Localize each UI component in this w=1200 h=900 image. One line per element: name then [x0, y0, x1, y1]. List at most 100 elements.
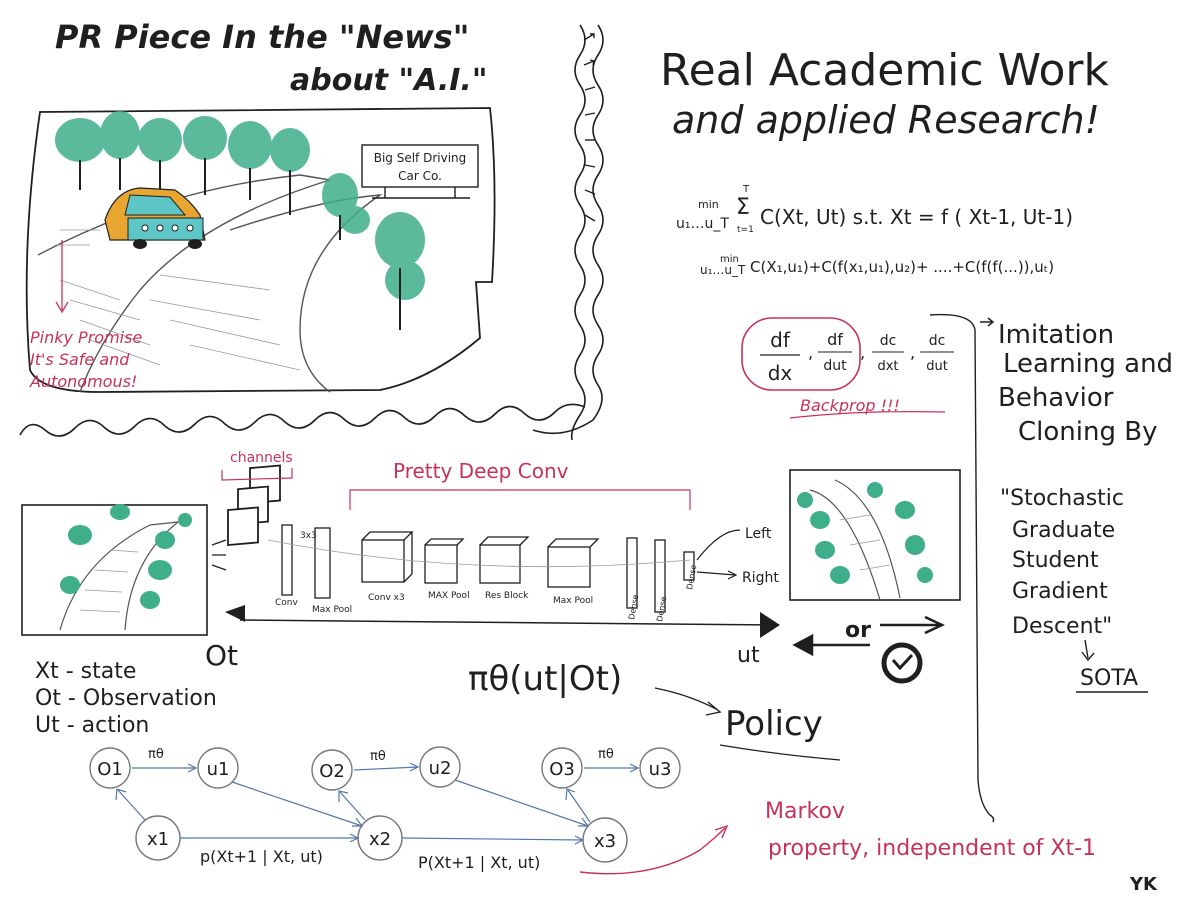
out-right-arrow: [696, 570, 738, 580]
pretty-deep-label: Pretty Deep Conv: [393, 459, 569, 483]
policy-expression: πθ(ut|Ot): [468, 659, 622, 699]
pretty-deep-bracket: [349, 489, 691, 510]
pi-label-3: πθ: [598, 747, 614, 762]
node-x1: x1: [147, 829, 169, 850]
obs-action-line: [239, 619, 771, 626]
sgsgd-line2: Graduate: [1012, 518, 1115, 543]
node-x2: x2: [369, 829, 391, 850]
layer-label-conv-x3: Conv x3: [368, 593, 405, 603]
output-right: Right: [742, 570, 779, 586]
eq1-sum-top: T: [742, 184, 750, 195]
channels-label: channels: [230, 450, 293, 466]
sota-arrow: [1081, 639, 1095, 662]
layer-label-dense-3: Dense: [685, 564, 698, 590]
imitation-line4: Cloning By: [1018, 417, 1157, 447]
pi-labels: πθ πθ πθ: [148, 747, 614, 764]
svg-text:,: ,: [860, 343, 865, 362]
network-layers: [281, 524, 695, 613]
eq1-vars: u₁…u_T: [676, 216, 729, 232]
billboard-line2: Car Co.: [398, 169, 442, 183]
channels-bracket: [221, 468, 293, 481]
divider-arrows: [583, 33, 596, 222]
layer-label-maxpool-3: Max Pool: [553, 596, 593, 606]
d3-num: dc: [880, 333, 897, 349]
derivatives: df dx , df dut , dc dxt , dc dut Backpro…: [741, 317, 954, 419]
pinky-line3: Autonomous!: [29, 372, 137, 391]
eq2-min: min: [720, 254, 739, 265]
obs-arrowhead: [225, 605, 245, 622]
node-u2: u2: [429, 758, 452, 779]
d1-num: df: [770, 328, 791, 352]
node-o3: O3: [549, 759, 575, 780]
brake-icon: [881, 642, 923, 684]
right-title-line2: and applied Research!: [672, 98, 1100, 142]
node-u3: u3: [649, 759, 672, 780]
bracket-line: [929, 313, 995, 823]
left-action-arrow: [792, 633, 870, 657]
tree-trunks: [79, 158, 401, 330]
obs-label: Ot: [205, 639, 238, 672]
sgsgd-line1: "Stochastic: [1000, 486, 1124, 511]
feature-flow: [267, 539, 691, 568]
imitation-line1: Imitation: [998, 320, 1114, 350]
pr-scene: Big Self Driving Car Co.: [25, 107, 496, 393]
imitation-arrow: [980, 317, 995, 327]
d2-num: df: [827, 330, 843, 349]
layer-label-maxpool-2: MAX Pool: [428, 591, 470, 601]
layer-label-conv: Conv: [275, 598, 298, 608]
output-image: [789, 469, 961, 601]
layer-label-maxpool-1: Max Pool: [312, 605, 352, 615]
right-action-arrow: [880, 615, 945, 635]
eq2-vars: u₁…u_T: [700, 263, 746, 277]
transition-2: P(Xt+1 | Xt, ut): [418, 853, 540, 872]
imitation-line3: Behavior: [998, 383, 1114, 413]
eq1-min: min: [698, 198, 719, 211]
sgsgd-line5: Descent": [1012, 614, 1112, 639]
output-left: Left: [745, 526, 772, 542]
action-arrowhead: [760, 612, 780, 638]
legend-state: Xt - state: [35, 659, 136, 684]
scene-bottom-squiggle: [19, 403, 586, 437]
backprop-caption: Backprop !!!: [800, 396, 900, 415]
d2-den: dut: [823, 358, 847, 374]
legend-observation: Ot - Observation: [35, 686, 217, 711]
markov-line1: Markov: [765, 799, 845, 824]
car-icon: [104, 187, 206, 249]
road-hatch: [55, 229, 301, 371]
eq1-body: C(Xt, Ut) s.t. Xt = f ( Xt-1, Ut-1): [760, 205, 1073, 229]
sgsgd-line3: Student: [1012, 548, 1099, 573]
eq2-body: C(X₁,u₁)+C(f(x₁,u₁),u₂)+ ....+C(f(f(...)…: [750, 258, 1054, 276]
policy-label: Policy: [725, 704, 823, 744]
transition-1: p(Xt+1 | Xt, ut): [200, 847, 323, 866]
squiggle-divider: [532, 24, 604, 441]
kernel-label: 3x3: [300, 531, 317, 541]
equation-2: min u₁…u_T C(X₁,u₁)+C(f(x₁,u₁),u₂)+ ....…: [700, 254, 1054, 277]
channel-stack: [227, 464, 281, 547]
equation-1: min u₁…u_T T Σ t=1 C(Xt, Ut) s.t. Xt = f…: [676, 184, 1073, 235]
node-u1: u1: [207, 759, 230, 780]
graph-node-labels: O1 u1 x1 O2 u2 x2 O3 u3 x3: [97, 758, 671, 852]
imitation-line2: Learning and: [1003, 349, 1173, 379]
right-title-line1: Real Academic Work: [660, 45, 1110, 96]
input-observation-image: [21, 504, 208, 636]
sgsgd-line4: Gradient: [1012, 579, 1108, 604]
layer-label-dense-1: Dense: [627, 594, 640, 620]
d4-num: dc: [929, 333, 946, 349]
pi-label-2: πθ: [370, 749, 386, 764]
graph-edges: [115, 762, 640, 845]
sota-label: SOTA: [1080, 666, 1138, 691]
svg-text:,: ,: [808, 343, 813, 362]
or-label: or: [845, 618, 871, 643]
backprop-ring: [741, 317, 861, 391]
pi-label-1: πθ: [148, 747, 164, 762]
eq1-sum-bottom: t=1: [737, 225, 754, 235]
action-label: ut: [737, 643, 760, 668]
eq1-sigma: Σ: [736, 195, 750, 220]
pinky-arrow: [55, 240, 69, 314]
d1-den: dx: [768, 361, 793, 385]
billboard: [361, 144, 479, 188]
left-title-line2: about "A.I.": [290, 63, 487, 98]
svg-text:,: ,: [910, 343, 915, 362]
markov-line2: property, independent of Xt-1: [768, 836, 1096, 861]
